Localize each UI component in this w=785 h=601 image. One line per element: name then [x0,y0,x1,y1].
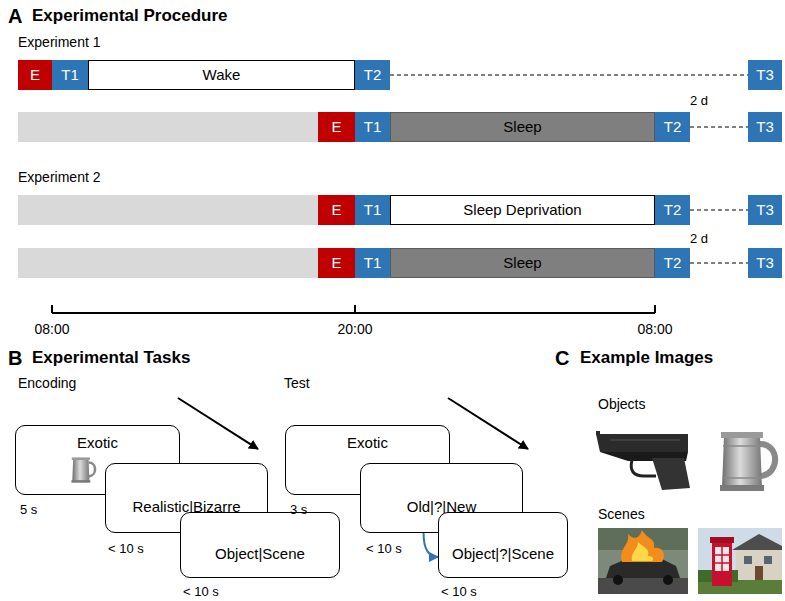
encoding-block: E [318,112,355,142]
test-block: T3 [748,195,782,225]
axis-tick [354,305,356,313]
idle-bar [18,248,318,278]
duration-label: 3 s [290,502,307,518]
panel-letter: B [8,346,22,370]
test-block: T3 [748,60,782,90]
screen-frame: Object|?|Scene [438,512,568,578]
tankard-stimulus [68,452,98,486]
experiment-label: Experiment 2 [18,169,100,186]
node-text: E [331,201,341,219]
time-label: 08:00 [34,321,69,338]
task-label: Encoding [18,375,76,392]
test-block: T1 [355,112,390,142]
idle-bar [18,112,318,142]
node-text: E [331,118,341,136]
experiment-label: Experiment 1 [18,34,100,51]
duration-label: < 10 s [183,584,219,600]
node-text: Object|?|Scene [452,545,554,563]
sequence-arrow [178,398,258,449]
task-label: Test [284,375,310,392]
encoding-block: E [318,248,355,278]
time-axis [52,312,655,314]
tankard-photo [720,432,775,491]
interval-bar: Sleep [390,248,655,278]
duration-label: 5 s [20,502,37,518]
test-block: T2 [655,195,690,225]
panel-letter: C [555,346,569,370]
test-block: T2 [655,112,690,142]
node-text: Exotic [347,434,388,452]
duration-label: < 10 s [108,541,144,557]
node-text: T2 [664,254,682,272]
node-text: Sleep [503,254,541,272]
fire-scene-photo [598,528,688,594]
node-text: T3 [756,118,774,136]
phonebox-scene-photo [698,528,782,594]
node-text: Sleep [503,118,541,136]
node-text: T3 [756,201,774,219]
encoding-block: E [18,60,52,90]
node-text: E [30,66,40,84]
panel-title: Experimental Tasks [32,348,190,368]
category-label: Scenes [598,506,645,523]
screen-frame: Object|Scene [180,512,340,578]
interval-bar: Sleep [390,112,655,142]
node-text: T2 [664,118,682,136]
node-text: T3 [756,66,774,84]
interval-label: 2 d [690,231,708,247]
followup-arrow [424,533,438,557]
dashed-interval-line [690,209,748,210]
panel-letter: A [8,4,22,28]
node-text: Sleep Deprivation [463,201,581,219]
node-text: T1 [364,201,382,219]
test-block: T3 [748,248,782,278]
dashed-interval-line [690,126,748,127]
test-block: T2 [355,60,390,90]
node-text: T2 [364,66,382,84]
node-text: Wake [203,66,241,84]
encoding-block: E [318,195,355,225]
node-text: T2 [664,201,682,219]
node-text: Exotic [77,434,118,452]
node-text: Object|Scene [215,545,305,563]
test-block: T2 [655,248,690,278]
node-text: T3 [756,254,774,272]
test-block: T1 [355,195,390,225]
test-block: T1 [52,60,88,90]
panel-title: Experimental Procedure [32,6,228,26]
node-text: T1 [364,118,382,136]
duration-label: < 10 s [441,584,477,600]
pistol-photo [596,431,690,490]
idle-bar [18,195,318,225]
interval-bar: Wake [88,60,355,90]
node-text: T1 [364,254,382,272]
node-text: T1 [61,66,79,84]
category-label: Objects [598,396,645,413]
interval-bar: Sleep Deprivation [390,195,655,225]
panel-title: Example Images [580,348,713,368]
test-block: T3 [748,112,782,142]
dashed-interval-line [690,262,748,263]
node-text: E [331,254,341,272]
axis-tick [51,305,53,313]
time-label: 20:00 [337,321,372,338]
test-block: T1 [355,248,390,278]
sequence-arrow [448,398,528,449]
axis-tick [654,305,656,313]
dashed-interval-line [390,74,748,75]
time-label: 08:00 [637,321,672,338]
interval-label: 2 d [690,93,708,109]
duration-label: < 10 s [366,541,402,557]
